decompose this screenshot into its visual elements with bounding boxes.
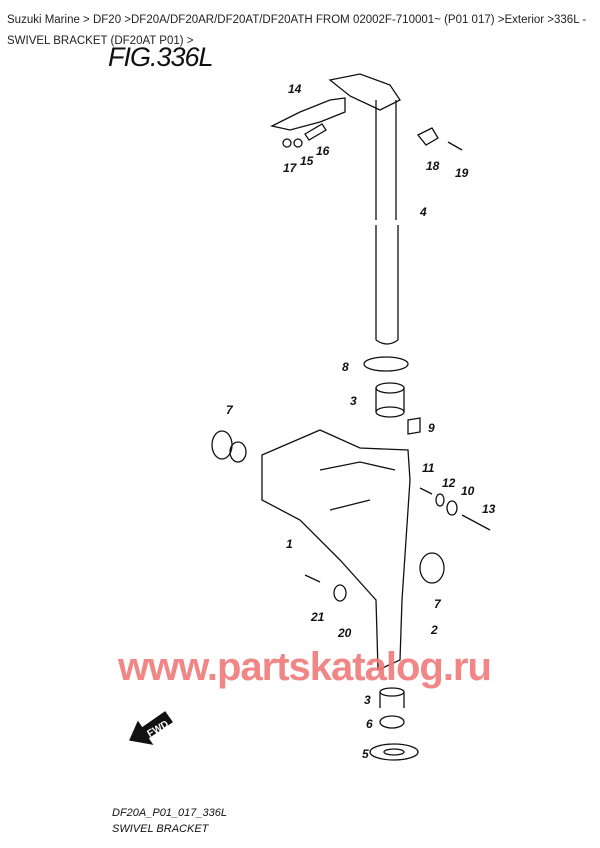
plate-9 bbox=[407, 417, 421, 435]
callout-16: 16 bbox=[316, 144, 330, 158]
bolt-19 bbox=[447, 141, 463, 151]
swivel-shaft-4 bbox=[375, 100, 399, 345]
callout-5: 5 bbox=[362, 747, 369, 761]
screw-11-12-10-13 bbox=[419, 487, 491, 531]
callout-14: 14 bbox=[288, 82, 302, 96]
washer-15 bbox=[293, 138, 303, 148]
callout-4: 4 bbox=[420, 205, 427, 219]
fwd-label: FWD bbox=[146, 719, 171, 740]
callout-20: 20 bbox=[338, 626, 352, 640]
callout-7: 7 bbox=[226, 403, 233, 417]
watermark: www.partskatalog.ru bbox=[118, 645, 492, 689]
callout-19: 19 bbox=[455, 166, 469, 180]
bolt-16 bbox=[304, 123, 327, 141]
callout-10: 10 bbox=[461, 484, 475, 498]
callout-6: 6 bbox=[366, 717, 373, 731]
clip-18 bbox=[416, 127, 439, 146]
breadcrumb[interactable]: Suzuki Marine > DF20 >DF20A/DF20AR/DF20A… bbox=[7, 14, 587, 47]
bushing-3-upper bbox=[375, 382, 405, 418]
callout-15: 15 bbox=[300, 154, 314, 168]
callout-3: 3 bbox=[350, 394, 357, 408]
bushing-7-right bbox=[419, 552, 445, 584]
washer-5 bbox=[369, 743, 419, 761]
callout-18: 18 bbox=[426, 159, 440, 173]
fwd-arrow-icon bbox=[129, 711, 173, 745]
diagram-caption: SWIVEL BRACKET bbox=[112, 823, 209, 835]
bushing-7-left bbox=[211, 430, 247, 463]
callout-3b: 3 bbox=[364, 693, 371, 707]
callout-11: 11 bbox=[422, 461, 435, 475]
callout-17: 17 bbox=[283, 161, 297, 175]
diagram-code: DF20A_P01_017_336L bbox=[112, 807, 227, 819]
swivel-bracket-2 bbox=[261, 429, 411, 671]
callout-9: 9 bbox=[428, 421, 435, 435]
callout-2: 2 bbox=[431, 623, 438, 637]
callout-1: 1 bbox=[286, 537, 293, 551]
steering-arm-14 bbox=[270, 73, 401, 131]
nut-17 bbox=[282, 138, 292, 148]
callout-21: 21 bbox=[311, 610, 325, 624]
bolt-21 bbox=[304, 574, 321, 583]
bushing-6 bbox=[379, 715, 405, 729]
callout-13: 13 bbox=[482, 502, 496, 516]
figure-title: FIG.336L bbox=[108, 42, 214, 72]
callout-8: 8 bbox=[342, 360, 349, 374]
callout-7b: 7 bbox=[434, 597, 441, 611]
washer-8 bbox=[363, 356, 409, 372]
callout-12: 12 bbox=[442, 476, 456, 490]
bushing-3-lower bbox=[379, 687, 405, 708]
washer-20 bbox=[333, 584, 347, 602]
